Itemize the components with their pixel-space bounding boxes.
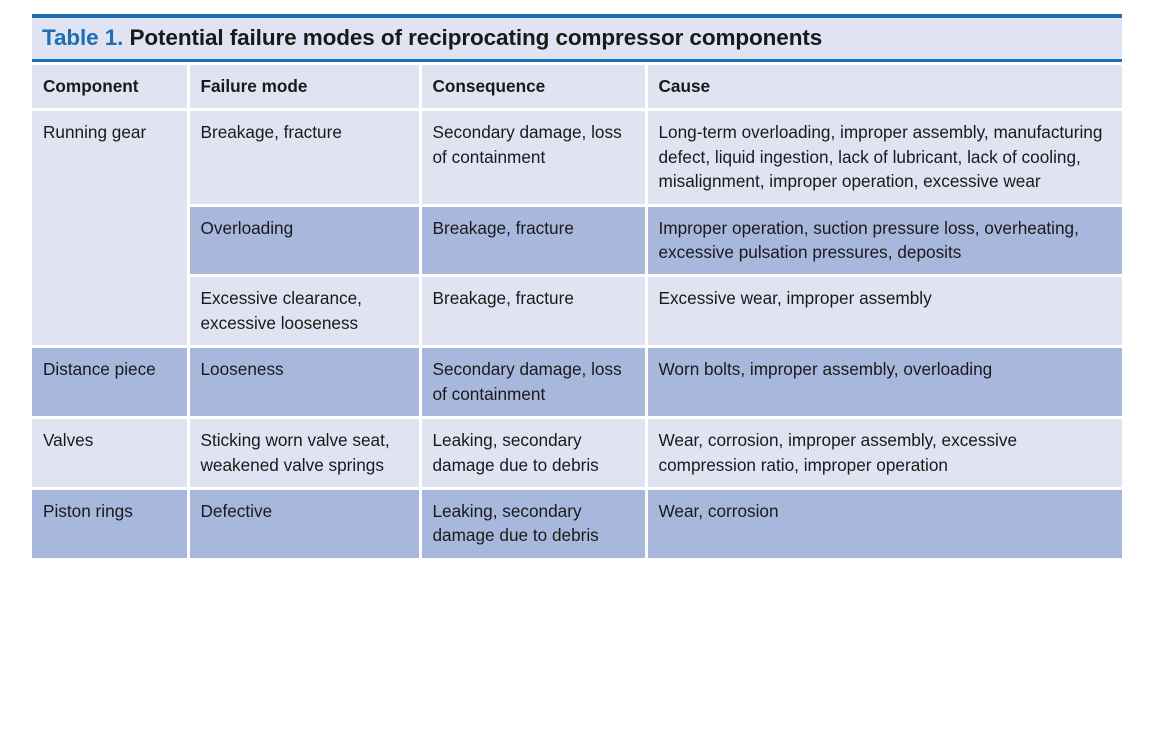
cell-consequence: Secondary damage, loss of containment <box>418 109 646 207</box>
cell-component: Distance piece <box>32 346 188 420</box>
cell-component: Valves <box>32 417 188 490</box>
table-header-row: Component Failure mode Consequence Cause <box>32 64 1122 112</box>
cell-failure-mode: Sticking worn valve seat, weakened valve… <box>186 417 420 490</box>
cell-cause: Long-term overloading, improper assembly… <box>644 109 1122 207</box>
table-top-rule <box>32 14 1122 18</box>
cell-consequence: Breakage, fracture <box>418 275 646 349</box>
table-row: Excessive clearance, excessive looseness… <box>32 275 1122 349</box>
cell-cause: Worn bolts, improper assembly, overloadi… <box>644 346 1122 420</box>
cell-failure-mode: Overloading <box>186 205 420 278</box>
cell-consequence: Breakage, fracture <box>418 205 646 278</box>
cell-cause: Improper operation, suction pressure los… <box>644 205 1122 278</box>
cell-consequence: Leaking, secondary damage due to debris <box>418 417 646 490</box>
column-header-failure-mode: Failure mode <box>186 64 420 112</box>
column-header-component: Component <box>32 64 188 112</box>
column-header-cause: Cause <box>644 64 1122 112</box>
table-title-text: Potential failure modes of reciprocating… <box>129 25 823 50</box>
cell-component: Piston rings <box>32 488 188 561</box>
cell-failure-mode: Breakage, fracture <box>186 109 420 207</box>
column-header-consequence: Consequence <box>418 64 646 112</box>
cell-cause: Wear, corrosion, improper assembly, exce… <box>644 417 1122 490</box>
cell-consequence: Secondary damage, loss of containment <box>418 346 646 420</box>
table-title-band: Table 1. Potential failure modes of reci… <box>32 18 1122 59</box>
cell-cause: Wear, corrosion <box>644 488 1122 561</box>
table-bottom-pad <box>32 561 1122 563</box>
table-number-label: Table 1. <box>42 25 124 50</box>
cell-failure-mode: Defective <box>186 488 420 561</box>
cell-failure-mode: Excessive clearance, excessive looseness <box>186 275 420 349</box>
table-container: Table 1. Potential failure modes of reci… <box>32 14 1122 563</box>
cell-cause: Excessive wear, improper assembly <box>644 275 1122 349</box>
failure-modes-table: Component Failure mode Consequence Cause… <box>32 64 1122 561</box>
cell-consequence: Leaking, secondary damage due to debris <box>418 488 646 561</box>
table-header: Component Failure mode Consequence Cause <box>32 64 1122 112</box>
table-title-rule <box>32 58 1122 62</box>
cell-failure-mode: Looseness <box>186 346 420 420</box>
page-title: Table 1. Potential failure modes of reci… <box>42 25 1112 51</box>
cell-component: Running gear <box>32 109 188 349</box>
